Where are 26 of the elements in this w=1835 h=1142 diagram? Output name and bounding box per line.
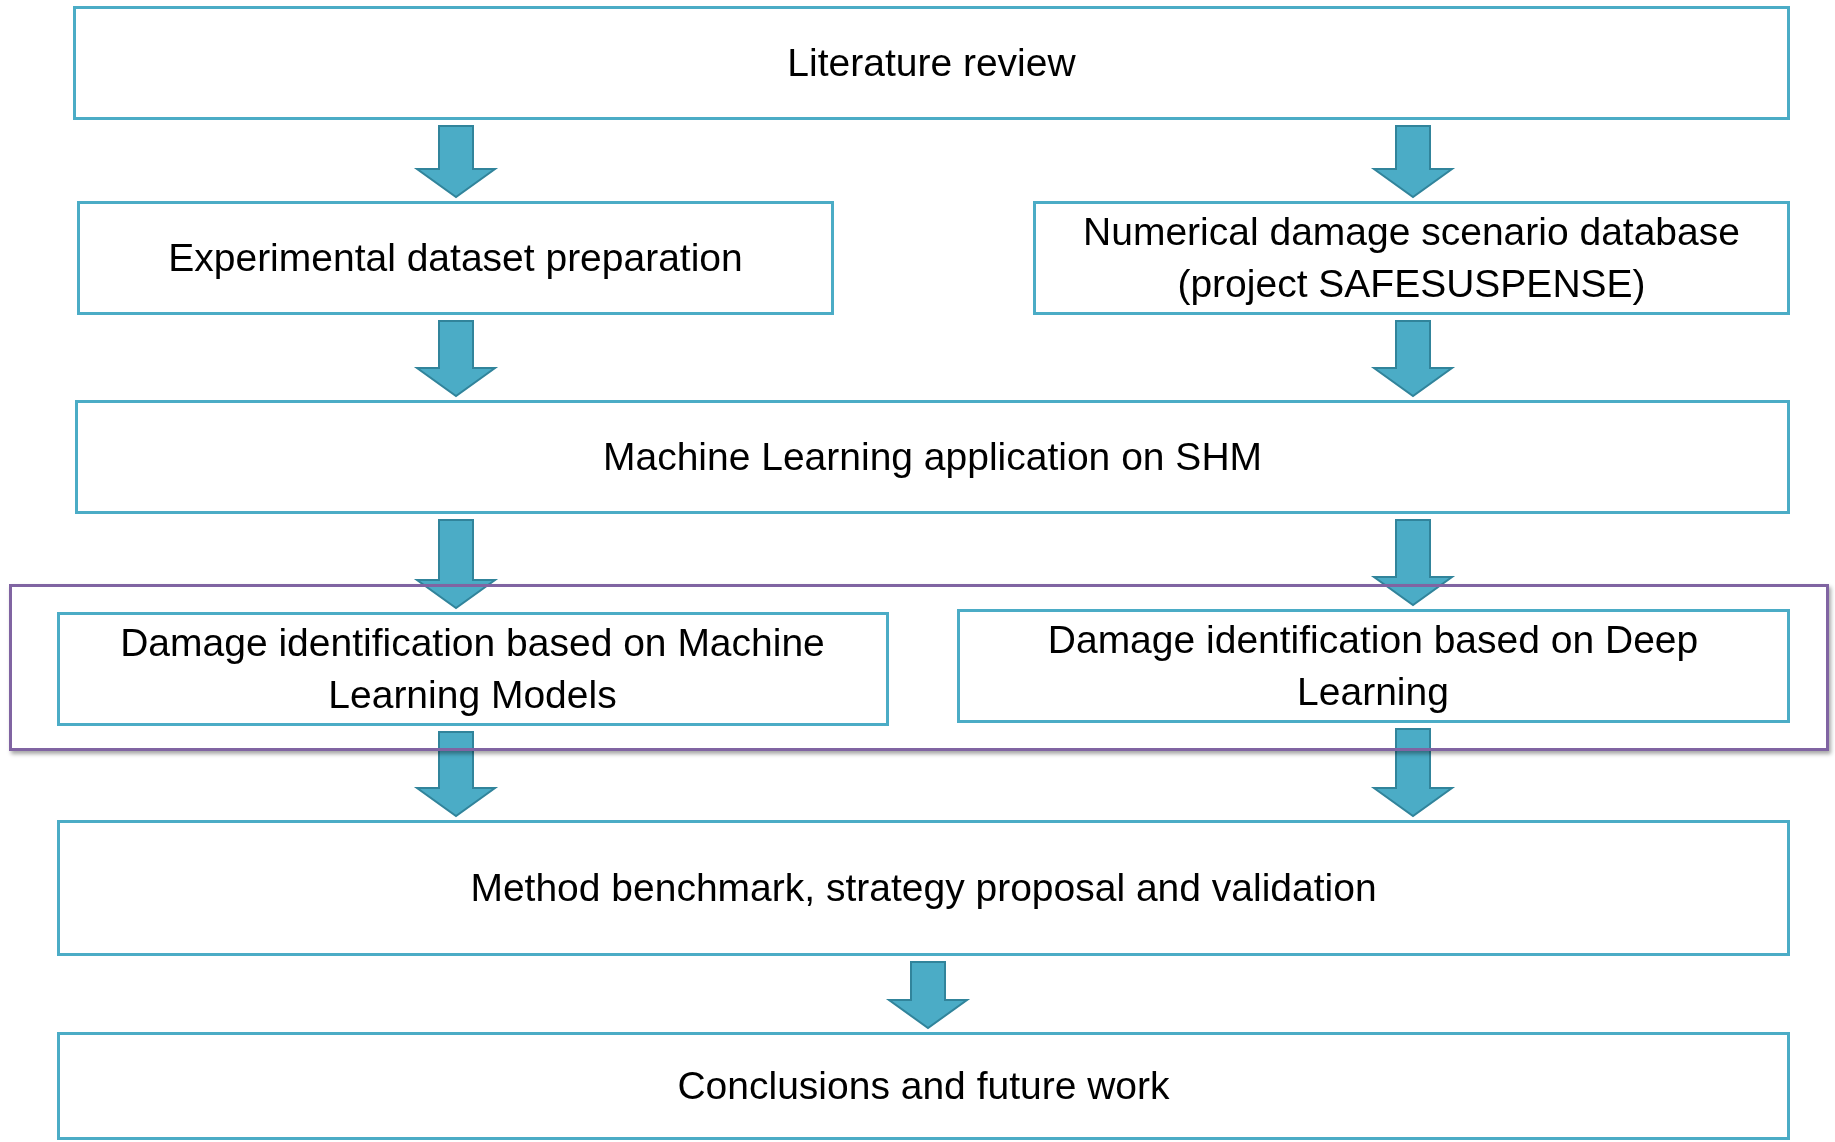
block-arrow [1370, 125, 1456, 199]
group-frame [9, 584, 1829, 751]
block-arrow [413, 125, 499, 199]
box-label: Numerical damage scenario database (project SAFESUSPENSE) [1082, 209, 1741, 307]
block-arrow [413, 519, 499, 610]
box-label: Method benchmark, strategy proposal and validation [469, 865, 1378, 912]
process-box [56, 611, 889, 726]
block-arrow [1370, 519, 1456, 607]
process-box [77, 201, 834, 315]
box-label: Damage identification based on Machine Learning Models [119, 619, 826, 718]
box-label: Literature review [786, 40, 1077, 87]
block-arrow [885, 961, 971, 1030]
block-arrow [1370, 320, 1456, 398]
box-label: Experimental dataset preparation [167, 235, 744, 282]
block-arrow [413, 320, 499, 398]
block-arrow [413, 731, 499, 818]
box-label: Conclusions and future work [676, 1063, 1171, 1110]
block-arrow [1370, 728, 1456, 818]
process-box [73, 6, 1790, 120]
process-box [57, 820, 1790, 956]
process-box [956, 608, 1790, 723]
box-label: Damage identification based on Deep Learning [1046, 616, 1700, 715]
process-box [75, 400, 1790, 514]
process-box [57, 1032, 1790, 1140]
process-box [1033, 201, 1790, 315]
box-label: Machine Learning application on SHM [601, 434, 1264, 481]
